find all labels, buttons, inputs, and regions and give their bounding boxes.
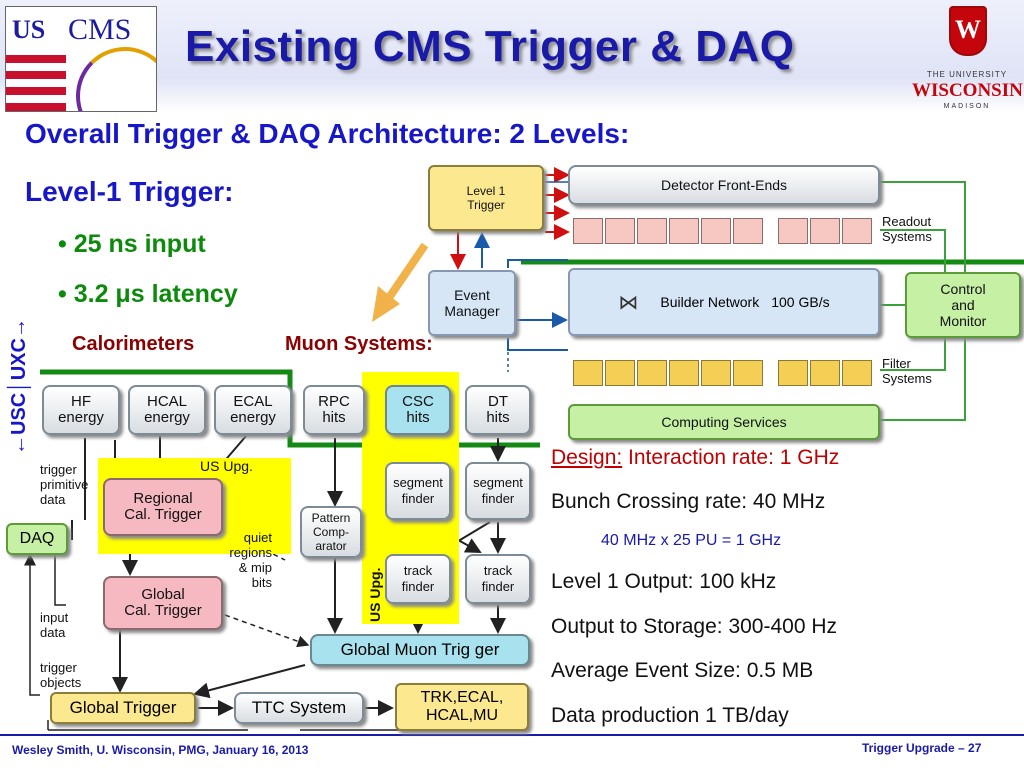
readout-cell — [637, 218, 667, 244]
bullet-item: • 25 ns input — [58, 230, 206, 259]
daq-box: DAQ — [6, 523, 68, 555]
global-muon-trigger-box: Global Muon Trig ger — [310, 634, 530, 666]
quiet-regions-label: quiet regions & mip bits — [229, 530, 272, 590]
architecture-heading: Overall Trigger & DAQ Architecture: 2 Le… — [25, 118, 630, 149]
bunch-crossing-rate: Bunch Crossing rate: 40 MHz — [551, 490, 826, 513]
detector-front-ends-box: Detector Front-Ends — [568, 165, 880, 205]
readout-cell — [733, 218, 763, 244]
average-event-size: Average Event Size: 0.5 MB — [551, 659, 814, 682]
filter-cell — [669, 360, 699, 386]
builder-network-label: Builder Network — [660, 294, 760, 310]
readout-systems-label: Readout Systems — [882, 214, 932, 244]
us-cms-logo: US CMS — [5, 6, 157, 112]
trigger-primitive-data-label: trigger primitive data — [40, 462, 89, 507]
uw-crest-icon: W — [949, 6, 987, 56]
header-band — [0, 0, 1024, 112]
segment-finder-box: segment finder — [465, 462, 531, 520]
design-line: Design: Interaction rate: 1 GHz — [551, 446, 839, 470]
filter-systems-label: Filter Systems — [882, 356, 932, 386]
level1-heading: Level-1 Trigger: — [25, 176, 234, 207]
data-production: Data production 1 TB/day — [551, 704, 789, 727]
logo-us-text: US — [12, 15, 46, 44]
hf-energy-box: HF energy — [42, 385, 120, 435]
builder-network-icon: ⋈ — [618, 291, 639, 314]
calorimeters-label: Calorimeters — [72, 333, 195, 355]
bullet-text: 25 ns input — [73, 230, 206, 258]
track-finder-box: track finder — [465, 554, 531, 604]
filter-cell — [701, 360, 731, 386]
flag-stripe — [6, 71, 66, 79]
filter-cell — [810, 360, 840, 386]
filter-cell — [573, 360, 603, 386]
trk-ecal-hcal-mu-box: TRK,ECAL, HCAL,MU — [395, 683, 529, 731]
filter-cell — [842, 360, 872, 386]
bullet-text: 3.2 μs latency — [73, 280, 238, 308]
readout-cell — [842, 218, 872, 244]
output-to-storage: Output to Storage: 300-400 Hz — [551, 615, 838, 638]
global-cal-trigger-box: Global Cal. Trigger — [103, 576, 223, 630]
readout-cell — [778, 218, 808, 244]
readout-cell — [810, 218, 840, 244]
filter-cell — [605, 360, 635, 386]
logo-cms-text: CMS — [68, 13, 132, 46]
csc-hits-box: CSC hits — [385, 385, 451, 435]
cms-swirl-icon — [76, 47, 156, 111]
design-label: Design: — [551, 446, 623, 469]
uw-university-text: THE UNIVERSITY — [926, 70, 1008, 79]
us-upgrade-vertical-label: US Upg. — [367, 567, 383, 622]
control-monitor-box: Control and Monitor — [905, 272, 1021, 338]
computing-services-box: Computing Services — [568, 404, 880, 440]
ecal-energy-box: ECAL energy — [214, 385, 292, 435]
footer-page: Trigger Upgrade – 27 — [862, 741, 982, 755]
readout-cell — [701, 218, 731, 244]
pattern-comparator-box: Pattern Comp- arator — [300, 506, 362, 558]
us-upgrade-label: US Upg. — [200, 458, 253, 474]
flag-canton — [6, 7, 66, 51]
uw-madison-logo: W THE UNIVERSITY WISCONSIN MADISON — [912, 4, 1023, 116]
interaction-rate: Interaction rate: 1 GHz — [622, 446, 840, 469]
bullet-glyph: • — [58, 280, 67, 308]
global-trigger-box: Global Trigger — [50, 692, 196, 724]
footer-author: Wesley Smith, U. Wisconsin, PMG, January… — [12, 743, 309, 757]
flag-stripe — [6, 87, 66, 95]
builder-network-box: ⋈ Builder Network 100 GB/s — [568, 268, 880, 336]
event-manager-box: Event Manager — [428, 270, 516, 336]
filter-cell — [733, 360, 763, 386]
segment-finder-box: segment finder — [385, 462, 451, 520]
bullet-glyph: • — [58, 230, 67, 258]
uw-name-text: WISCONSIN — [912, 80, 1023, 101]
readout-cell — [669, 218, 699, 244]
level1-trigger-box: Level 1 Trigger — [428, 165, 544, 231]
muon-systems-label: Muon Systems: — [285, 333, 433, 355]
level1-output: Level 1 Output: 100 kHz — [551, 570, 777, 593]
dt-hits-box: DT hits — [465, 385, 531, 435]
bullet-item: • 3.2 μs latency — [58, 280, 238, 309]
pileup-note: 40 MHz x 25 PU = 1 GHz — [601, 532, 782, 549]
builder-network-rate: 100 GB/s — [771, 294, 830, 310]
uw-campus-text: MADISON — [943, 103, 991, 110]
flag-stripe — [6, 103, 66, 111]
rpc-hits-box: RPC hits — [303, 385, 365, 435]
filter-cell — [778, 360, 808, 386]
ttc-system-box: TTC System — [234, 692, 364, 724]
track-finder-box: track finder — [385, 554, 451, 604]
input-data-label: input data — [40, 610, 69, 640]
trigger-objects-label: trigger objects — [40, 660, 82, 690]
filter-cell — [637, 360, 667, 386]
flag-stripe — [6, 55, 66, 63]
regional-cal-trigger-box: Regional Cal. Trigger — [103, 478, 223, 536]
hcal-energy-box: HCAL energy — [128, 385, 206, 435]
readout-cell — [573, 218, 603, 244]
readout-cell — [605, 218, 635, 244]
slide-title: Existing CMS Trigger & DAQ — [185, 22, 795, 71]
